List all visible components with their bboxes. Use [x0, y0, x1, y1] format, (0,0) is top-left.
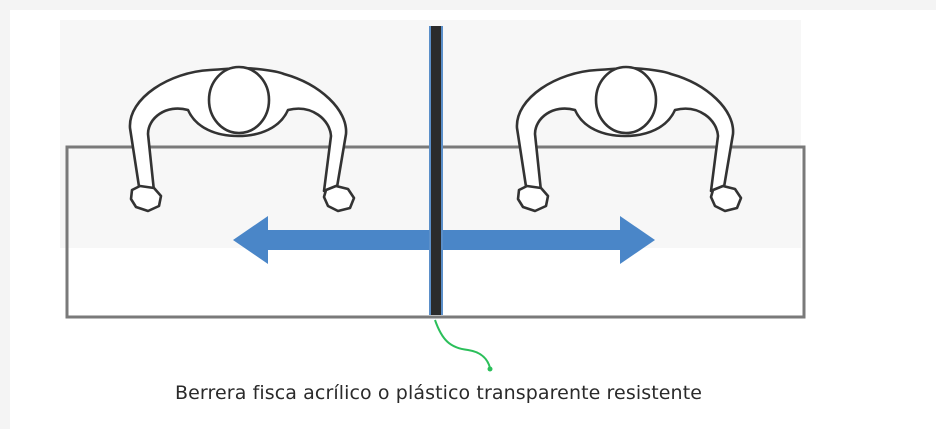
barrier-caption: Berrera fisca acrílico o plástico transp…: [175, 382, 703, 404]
barrier-core: [431, 26, 441, 315]
double-headed-arrow-icon: [233, 216, 655, 264]
pointer-tip: [487, 366, 493, 372]
right-person-icon: [515, 65, 743, 213]
left-person-icon: [128, 65, 356, 213]
barrier-diagram: [60, 20, 806, 372]
diagram-frame: Berrera fisca acrílico o plástico transp…: [10, 10, 936, 429]
curved-pointer-line-icon: [434, 319, 491, 369]
